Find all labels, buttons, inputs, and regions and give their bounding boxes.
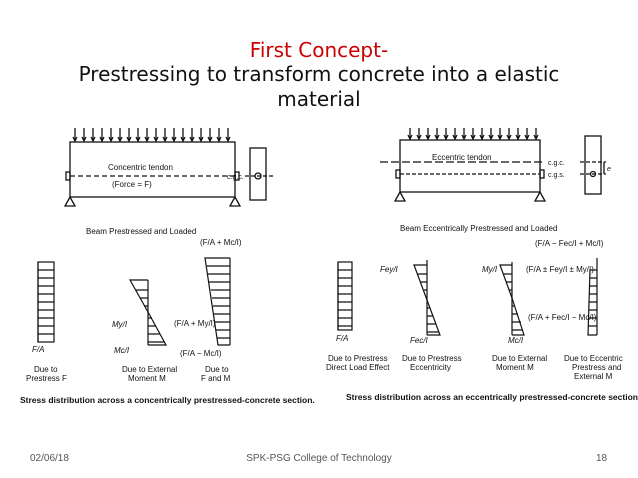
right-label-direct-l2: Direct Load Effect xyxy=(326,363,390,372)
left-beam-caption: Beam Prestressed and Loaded xyxy=(86,227,196,236)
left-beam xyxy=(69,141,236,198)
left-label-prestress-l2: Prestress F xyxy=(26,374,67,383)
right-feci-label: Fec/I xyxy=(410,336,429,345)
right-mid-formula: (F/A ± Fey/I ± My/I) xyxy=(526,265,594,274)
right-tendon-label: Eccentric tendon xyxy=(432,153,492,162)
left-low-formula: (F/A − Mc/I) xyxy=(180,349,222,358)
right-beam-diagram xyxy=(380,128,606,202)
right-label-eccentric-l2: Prestress and xyxy=(572,363,621,372)
right-myi-label: My/I xyxy=(482,265,498,274)
right-cgs-label: c.g.s. xyxy=(548,172,565,179)
right-load-arrows xyxy=(407,128,539,141)
right-label-eccentric-l3: External M xyxy=(574,372,613,381)
right-feyi-label: Fey/I xyxy=(380,265,399,274)
right-label-external-l1: Due to External xyxy=(492,354,547,363)
right-support-pin xyxy=(393,190,407,202)
slide-title: Prestressing to transform concrete into … xyxy=(78,62,560,111)
left-cgc-label: c.g.c. xyxy=(227,174,244,181)
left-label-combined-l1: Due to xyxy=(205,365,229,374)
right-label-external: Due to External Moment M xyxy=(492,354,549,372)
left-label-combined-l2: F and M xyxy=(201,374,231,383)
left-tendon-label: Concentric tendon xyxy=(108,163,173,172)
left-label-external-l1: Due to External xyxy=(122,365,177,374)
right-beam-caption: Beam Eccentrically Prestressed and Loade… xyxy=(400,224,557,233)
left-load-arrows xyxy=(72,128,231,143)
right-label-external-l2: Moment M xyxy=(496,363,534,372)
right-label-eccentricity-l2: Eccentricity xyxy=(410,363,451,372)
footer-date: 02/06/18 xyxy=(30,453,69,464)
left-support-roller xyxy=(228,195,242,207)
right-beam xyxy=(399,139,541,193)
footer-center: SPK-PSG College of Technology xyxy=(246,453,392,464)
right-caption: Stress distribution across an eccentrica… xyxy=(346,392,638,402)
left-fa-label: F/A xyxy=(32,345,44,354)
left-block-combined xyxy=(204,257,231,346)
right-low-formula: (F/A + Fec/I − Mc/I) xyxy=(528,313,597,322)
left-block-prestress xyxy=(37,261,55,343)
right-block-external xyxy=(499,262,525,336)
left-label-prestress-l1: Due to xyxy=(34,365,58,374)
left-myi-label: My/I xyxy=(112,320,128,329)
left-label-prestress: Due to Prestress F xyxy=(26,365,67,383)
left-section xyxy=(249,147,267,201)
left-mci-label: Mc/I xyxy=(114,346,130,355)
right-block-eccentric-external xyxy=(587,258,598,336)
right-label-direct: Due to Prestress Direct Load Effect xyxy=(326,354,390,372)
left-label-external-l2: Moment M xyxy=(128,374,166,383)
left-mid-formula: (F/A + My/I) xyxy=(174,319,216,328)
slide-title-accent: First Concept- xyxy=(249,38,389,62)
right-fa-label: F/A xyxy=(336,334,348,343)
left-label-external: Due to External Moment M xyxy=(122,365,179,383)
right-section xyxy=(584,135,602,195)
right-block-direct xyxy=(337,261,353,331)
left-top-formula: (F/A + Mc/I) xyxy=(200,238,242,247)
footer-page-number: 18 xyxy=(596,453,608,464)
left-label-combined: Due to F and M xyxy=(201,365,231,383)
left-caption: Stress distribution across a concentrica… xyxy=(20,395,315,405)
right-cgc-label: c.g.c. xyxy=(548,160,565,167)
right-mci-label: Mc/I xyxy=(508,336,524,345)
right-label-eccentric: Due to Eccentric Prestress and External … xyxy=(564,354,625,381)
right-block-eccentricity xyxy=(413,260,441,336)
right-label-direct-l1: Due to Prestress xyxy=(328,354,388,363)
left-block-external-moment xyxy=(128,279,168,346)
right-e-label: e xyxy=(607,166,611,173)
left-force-label: (Force = F) xyxy=(112,180,152,189)
right-top-formula: (F/A − Fec/I + Mc/I) xyxy=(535,239,604,248)
right-label-eccentric-l1: Due to Eccentric xyxy=(564,354,623,363)
left-beam-diagram xyxy=(63,128,275,207)
right-label-eccentricity: Due to Prestress Eccentricity xyxy=(402,354,464,372)
right-support-roller xyxy=(533,190,547,202)
right-label-eccentricity-l1: Due to Prestress xyxy=(402,354,462,363)
left-support-pin xyxy=(63,195,77,207)
